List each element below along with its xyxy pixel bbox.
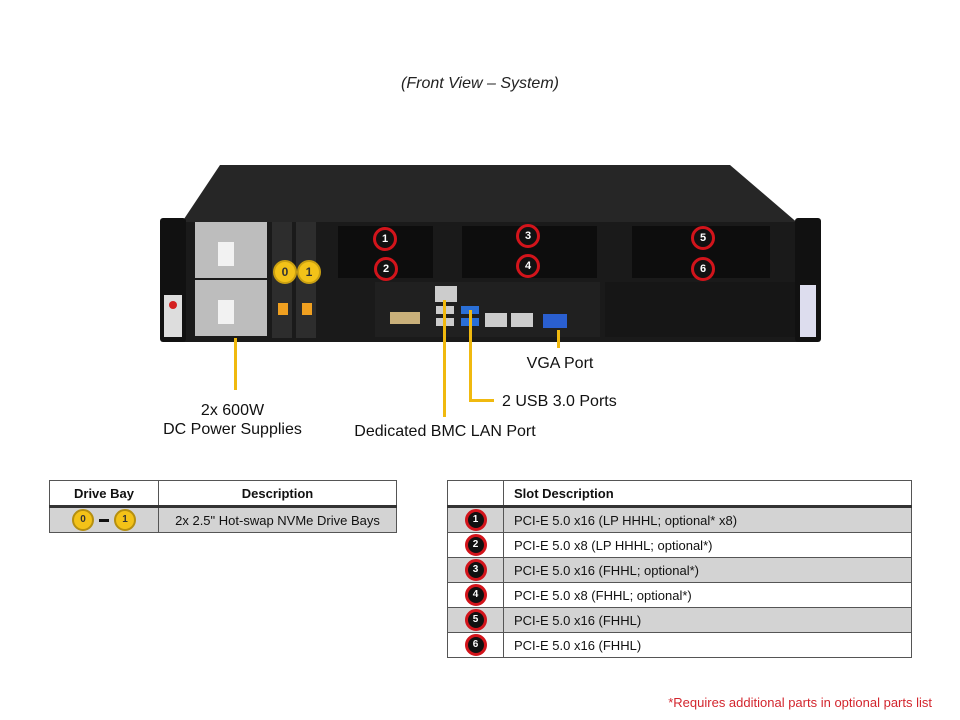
psu-callout-line2: DC Power Supplies xyxy=(163,421,302,438)
bmc-callout-label: Dedicated BMC LAN Port xyxy=(354,423,536,440)
slot-description: PCI-E 5.0 x16 (FHHL; optional*) xyxy=(503,557,912,583)
brand-label xyxy=(800,285,816,337)
psu-callout-line xyxy=(234,338,237,390)
table-row: 3 PCI-E 5.0 x16 (FHHL; optional*) xyxy=(447,557,912,583)
drive-badge-1: 1 xyxy=(297,260,321,284)
usb-callout-elbow xyxy=(469,399,494,402)
table-row: 5 PCI-E 5.0 x16 (FHHL) xyxy=(447,607,912,633)
vga-port xyxy=(543,314,567,328)
serial-port xyxy=(390,312,420,324)
slot-badge: 5 xyxy=(464,609,487,631)
table-row: 1 PCI-E 5.0 x16 (LP HHHL; optional* x8) xyxy=(447,506,912,533)
slot-description-table: Slot Description 1 PCI-E 5.0 x16 (LP HHH… xyxy=(447,480,912,658)
drive-badge-0: 0 xyxy=(273,260,297,284)
slot-description: PCI-E 5.0 x8 (LP HHHL; optional*) xyxy=(503,532,912,558)
slot-badge-4: 4 xyxy=(516,254,540,278)
lan-port-1 xyxy=(485,313,507,327)
chassis-lid xyxy=(180,165,800,225)
slot-badge-3: 3 xyxy=(516,224,540,248)
psu-callout-line1: 2x 600W xyxy=(200,402,265,419)
usb-callout-label: 2 USB 3.0 Ports xyxy=(502,393,617,410)
vga-callout-line xyxy=(557,330,560,348)
vga-callout-label: VGA Port xyxy=(526,355,594,372)
slot-badge: 4 xyxy=(464,584,487,606)
control-panel xyxy=(164,295,182,337)
footnote: *Requires additional parts in optional p… xyxy=(668,695,932,710)
slot-badge: 1 xyxy=(464,509,487,531)
lan-port-2 xyxy=(511,313,533,327)
server-chassis-drawing xyxy=(160,165,821,342)
header-drive-bay: Drive Bay xyxy=(49,480,159,508)
drive-badge: 0 xyxy=(72,509,94,531)
server-chassis-image: 1 2 3 4 5 6 0 1 xyxy=(150,160,830,350)
bmc-lan-port xyxy=(435,286,457,302)
drive-table-header: Drive Bay Description xyxy=(49,480,397,508)
view-title: (Front View – System) xyxy=(401,75,559,92)
header-description: Description xyxy=(158,480,397,508)
slot-description: PCI-E 5.0 x16 (LP HHHL; optional* x8) xyxy=(503,506,912,533)
slot-badge: 6 xyxy=(464,634,487,656)
slot-badge: 3 xyxy=(464,559,487,581)
table-row: 2 PCI-E 5.0 x8 (LP HHHL; optional*) xyxy=(447,532,912,558)
slot-description: PCI-E 5.0 x16 (FHHL) xyxy=(503,632,912,658)
slot-description: PCI-E 5.0 x8 (FHHL; optional*) xyxy=(503,582,912,608)
slot-table-header: Slot Description xyxy=(447,480,912,508)
slot-badge-6: 6 xyxy=(691,257,715,281)
slot-badge-5: 5 xyxy=(691,226,715,250)
drive-description: 2x 2.5" Hot-swap NVMe Drive Bays xyxy=(158,506,397,533)
vent-grille xyxy=(605,282,795,337)
usb-callout-line xyxy=(469,310,472,402)
slot-badge-1: 1 xyxy=(373,227,397,251)
drive-badge: 1 xyxy=(114,509,136,531)
slot-badge: 2 xyxy=(464,534,487,556)
table-row: 6 PCI-E 5.0 x16 (FHHL) xyxy=(447,632,912,658)
bmc-callout-line xyxy=(443,300,446,417)
slot-badge-2: 2 xyxy=(374,257,398,281)
header-slot xyxy=(447,480,504,508)
power-button-icon xyxy=(169,301,177,309)
io-panel xyxy=(375,282,600,337)
slot-description: PCI-E 5.0 x16 (FHHL) xyxy=(503,607,912,633)
table-row: 4 PCI-E 5.0 x8 (FHHL; optional*) xyxy=(447,582,912,608)
range-dash xyxy=(99,518,109,522)
header-slot-description: Slot Description xyxy=(503,480,912,508)
